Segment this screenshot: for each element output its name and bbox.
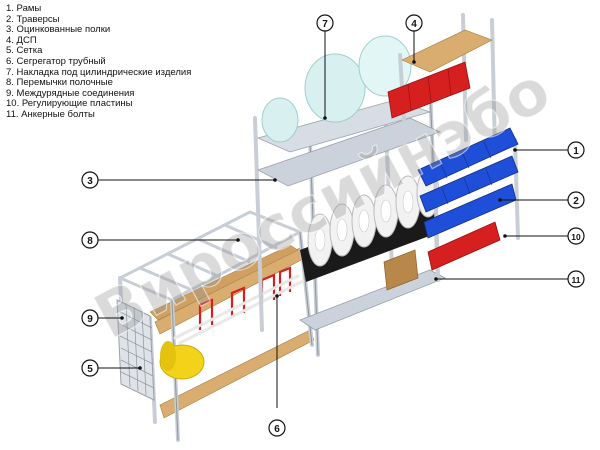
callout-11: 11 — [572, 275, 581, 285]
mesh-panel — [116, 299, 155, 401]
legend-item-8: 8. Перемычки полочные — [6, 77, 113, 89]
callout-8: 8 — [87, 236, 93, 247]
legend-item-7: 7. Накладка под цилиндрические изделия — [6, 66, 192, 78]
legend-item-6: 6. Сегрегатор трубный — [6, 55, 106, 67]
legend-item-5: 5. Сетка — [6, 45, 43, 57]
callout-7: 7 — [322, 19, 328, 30]
galvanized-shelf-middle — [256, 117, 442, 187]
callout-4: 4 — [411, 19, 417, 30]
right-bin-section — [417, 127, 520, 282]
legend-item-2: 2. Траверсы — [6, 13, 60, 25]
cardboard-box — [383, 249, 419, 291]
wood-top-shelf — [401, 29, 493, 73]
callout-3: 3 — [87, 176, 93, 187]
legend-item-3: 3. Оцинкованные полки — [6, 24, 111, 36]
blue-bins-row-2 — [419, 155, 519, 213]
legend-item-9: 9. Междурядные соединения — [6, 87, 135, 99]
callout-10: 10 — [571, 232, 581, 242]
legend-item-11: 11. Анкерные болты — [6, 108, 95, 120]
callout-6: 6 — [274, 424, 280, 435]
red-bins-top — [387, 61, 471, 119]
wood-shelf-lower — [159, 329, 315, 419]
galvanized-shelf-bottom — [299, 269, 446, 331]
callouts: 7 4 3 8 9 5 6 1 2 10 11 — [81, 14, 585, 437]
left-rack-section — [116, 210, 315, 442]
legend: 1. Рамы 2. Траверсы 3. Оцинкованные полк… — [6, 3, 192, 121]
callout-9: 9 — [87, 314, 93, 325]
red-bins-bottom — [427, 221, 501, 271]
right-top-section — [387, 13, 497, 152]
legend-item-4: 4. ДСП — [6, 34, 37, 46]
callout-5: 5 — [87, 364, 93, 375]
callout-1: 1 — [573, 146, 579, 157]
callout-2: 2 — [573, 196, 579, 207]
blue-bins-row-1 — [417, 127, 519, 187]
legend-item-1: 1. Рамы — [6, 3, 42, 14]
yellow-roll — [159, 341, 205, 380]
legend-item-10: 10. Регулирующие пластины — [6, 98, 133, 110]
cyan-rolls — [261, 35, 412, 143]
